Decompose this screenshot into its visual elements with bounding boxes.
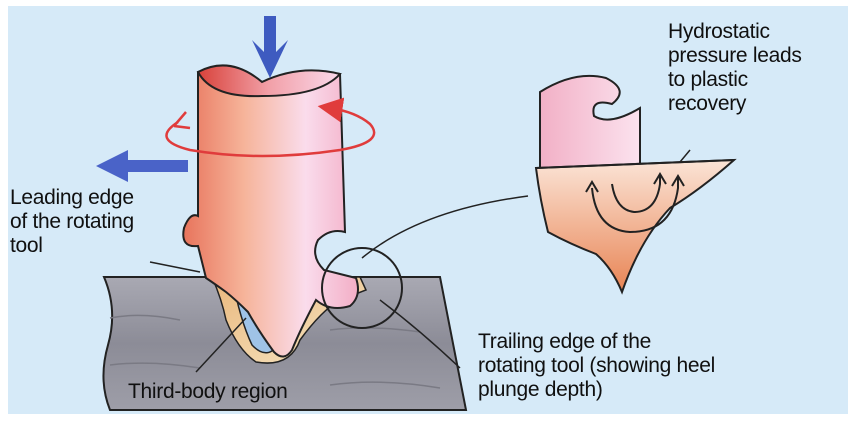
trailing-edge-label: Trailing edge of the rotating tool (show… [478,330,715,402]
leading-edge-label: Leading edge of the rotating tool [10,186,134,258]
trailing-edge-line-2: rotating tool (showing heel [478,354,715,378]
hydrostatic-label: Hydrostatic pressure leads to plastic re… [668,20,802,116]
leading-edge-line-3: tool [10,234,134,258]
third-body-label: Third-body region [128,380,288,404]
trailing-edge-line-3: plunge depth) [478,378,715,402]
hydrostatic-line-4: recovery [668,92,802,116]
leading-edge-line-1: Leading edge [10,186,134,210]
hydrostatic-line-1: Hydrostatic [668,20,802,44]
hydrostatic-line-3: to plastic [668,68,802,92]
hydrostatic-line-2: pressure leads [668,44,802,68]
trailing-edge-line-1: Trailing edge of the [478,330,715,354]
leading-edge-line-2: of the rotating [10,210,134,234]
